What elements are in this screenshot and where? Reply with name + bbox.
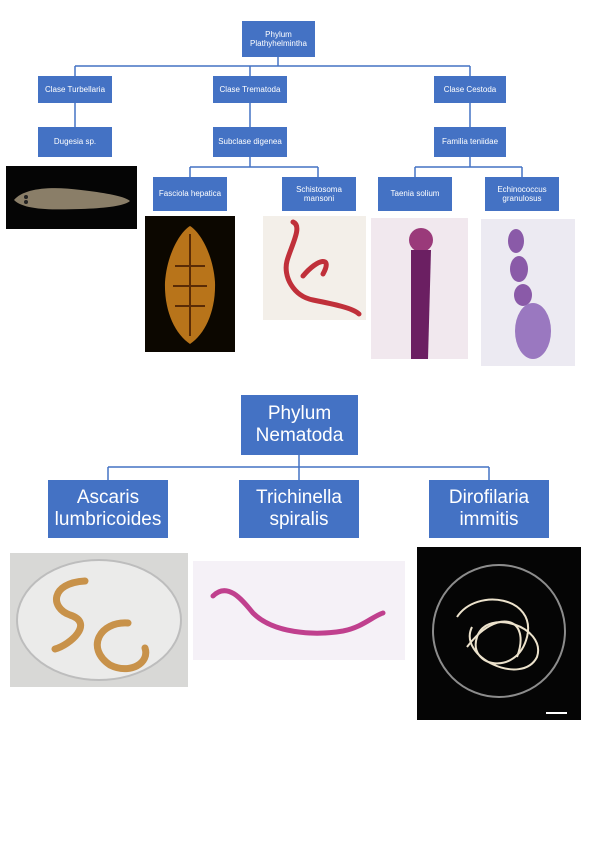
phylum-nematoda-box: Phylum Nematoda — [241, 395, 358, 455]
dugesia-photo — [6, 166, 137, 229]
clase-turbellaria-box: Clase Turbellaria — [38, 76, 112, 103]
fasciola-box: Fasciola hepatica — [153, 177, 227, 211]
trichinella-box: Trichinella spiralis — [239, 480, 359, 538]
echinococcus-photo — [481, 219, 575, 366]
ascaris-photo — [10, 553, 188, 687]
schistosoma-box: Schistosoma mansoni — [282, 177, 356, 211]
taenia-photo — [371, 218, 468, 359]
dugesia-box: Dugesia sp. — [38, 127, 112, 157]
phylum-platyhelminthes-box: Phylum Plathyhelmintha — [242, 21, 315, 57]
subclase-digenea-box: Subclase digenea — [213, 127, 287, 157]
taenia-box: Taenia solium — [378, 177, 452, 211]
ascaris-box: Ascaris lumbricoides — [48, 480, 168, 538]
echinococcus-box: Echinococcus granulosus — [485, 177, 559, 211]
fasciola-photo — [145, 216, 235, 352]
dirofilaria-box: Dirofilaria immitis — [429, 480, 549, 538]
dirofilaria-photo — [417, 547, 581, 720]
familia-teniidae-box: Familia teniidae — [434, 127, 506, 157]
clase-trematoda-box: Clase Trematoda — [213, 76, 287, 103]
trichinella-photo — [193, 561, 405, 660]
clase-cestoda-box: Clase Cestoda — [434, 76, 506, 103]
schistosoma-photo — [263, 216, 366, 320]
